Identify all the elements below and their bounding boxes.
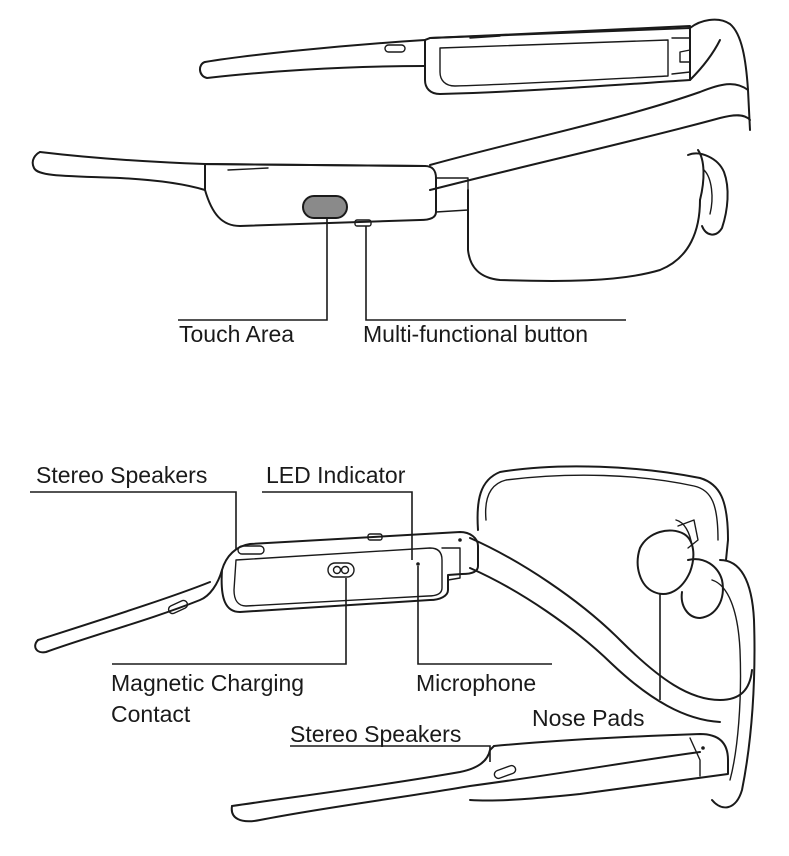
stereo-speakers-label-top: Stereo Speakers <box>36 462 208 488</box>
lower-speaker-module <box>469 733 729 802</box>
led-indicator-light <box>367 533 383 541</box>
frame-brow <box>429 83 749 166</box>
front-frame <box>469 537 753 701</box>
upper-speaker-slot <box>237 545 265 555</box>
bottom-glasses-perspective-view <box>30 465 756 823</box>
near-speaker-housing <box>204 163 437 227</box>
lower-speaker-slot <box>493 764 517 780</box>
touch-area-pad <box>302 195 348 219</box>
back-lens-frame <box>476 465 729 561</box>
magnetic-charging-label-line1: Magnetic Charging <box>111 670 305 696</box>
microphone-hole <box>416 562 420 566</box>
lower-temple-arm <box>230 751 701 823</box>
magnetic-charging-contact <box>327 562 355 578</box>
multi-button-leader <box>365 226 626 321</box>
stereo-speakers-top-leader <box>30 491 237 550</box>
microphone-label: Microphone <box>416 670 537 696</box>
stereo-speakers-bottom-leader <box>290 745 491 762</box>
lens <box>467 189 701 282</box>
far-speaker-slot <box>384 44 406 53</box>
touch-area-label: Touch Area <box>179 321 295 347</box>
near-temple-arm-bottom <box>34 569 223 654</box>
nose-pad-top <box>687 152 729 236</box>
led-indicator-label: LED Indicator <box>266 462 406 488</box>
near-arm-slot <box>167 599 189 615</box>
frame-top-arc <box>689 18 751 131</box>
top-glasses-side-view <box>31 18 751 321</box>
multi-functional-button <box>354 219 372 227</box>
front-lens <box>711 559 756 809</box>
nose-pads-label: Nose Pads <box>532 705 645 731</box>
electronics-housing <box>220 531 479 613</box>
multi-functional-button-label: Multi-functional button <box>363 321 589 347</box>
stereo-speakers-label-bottom: Stereo Speakers <box>290 721 462 747</box>
microphone-leader <box>417 566 552 665</box>
magnetic-charging-label-line2: Contact <box>111 701 191 727</box>
magnetic-contact-leader <box>112 578 347 665</box>
far-speaker-module <box>424 27 691 95</box>
near-temple-arm <box>31 151 206 191</box>
touch-area-leader <box>178 218 328 321</box>
led-indicator-leader <box>262 491 413 560</box>
nose-pad <box>636 529 695 595</box>
